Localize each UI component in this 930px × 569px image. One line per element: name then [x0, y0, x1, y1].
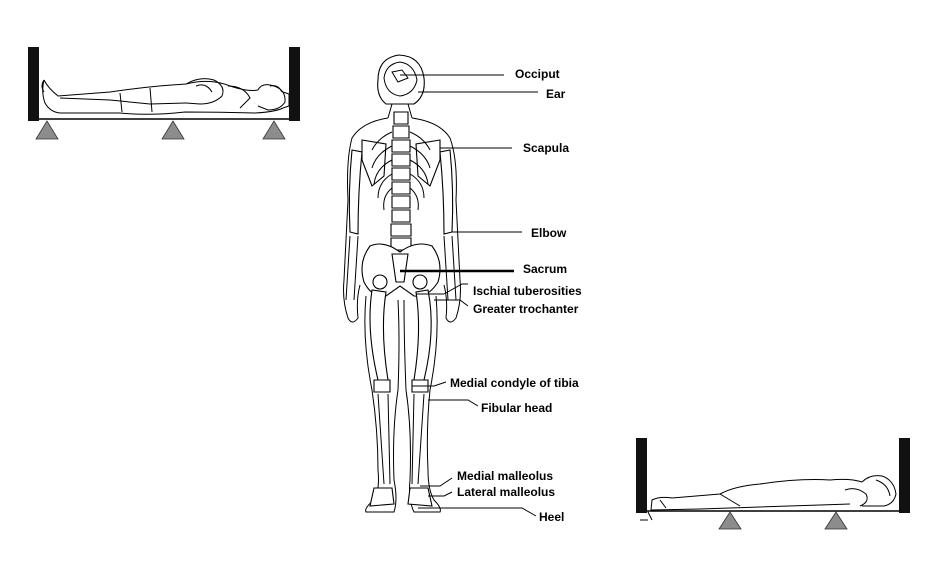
support-triangle — [262, 120, 286, 140]
label-heel: Heel — [539, 510, 564, 524]
label-fibular-head: Fibular head — [481, 401, 552, 415]
label-sacrum: Sacrum — [523, 262, 567, 276]
label-elbow: Elbow — [531, 226, 567, 240]
ribs — [371, 131, 431, 211]
label-ear: Ear — [546, 87, 566, 101]
label-scapula: Scapula — [523, 141, 569, 155]
label-lateral-malleolus: Lateral malleolus — [457, 485, 555, 499]
support-triangle — [161, 120, 185, 140]
support-triangle — [824, 511, 848, 530]
support-triangle — [35, 120, 59, 140]
supine-person — [41, 78, 290, 115]
board-end-right — [289, 47, 300, 121]
supine-panel — [28, 47, 300, 140]
support-triangle — [718, 511, 742, 530]
skeleton-figure — [343, 54, 461, 513]
board-end-left — [28, 47, 39, 121]
callout-lines — [400, 74, 538, 517]
label-medial-condyle-of-tibia: Medial condyle of tibia — [450, 376, 579, 390]
spine — [390, 111, 412, 251]
label-greater-trochanter: Greater trochanter — [473, 302, 579, 316]
board-end-right — [899, 438, 910, 513]
prone-person — [640, 475, 897, 521]
board-end-left — [636, 438, 647, 513]
label-ischial-tuberosities: Ischial tuberosities — [473, 284, 582, 298]
label-medial-malleolus: Medial malleolus — [457, 469, 553, 483]
labels: Occiput Ear Scapula Elbow Sacrum Ischial… — [450, 67, 582, 524]
label-occiput: Occiput — [515, 67, 560, 81]
prone-panel — [636, 438, 910, 530]
